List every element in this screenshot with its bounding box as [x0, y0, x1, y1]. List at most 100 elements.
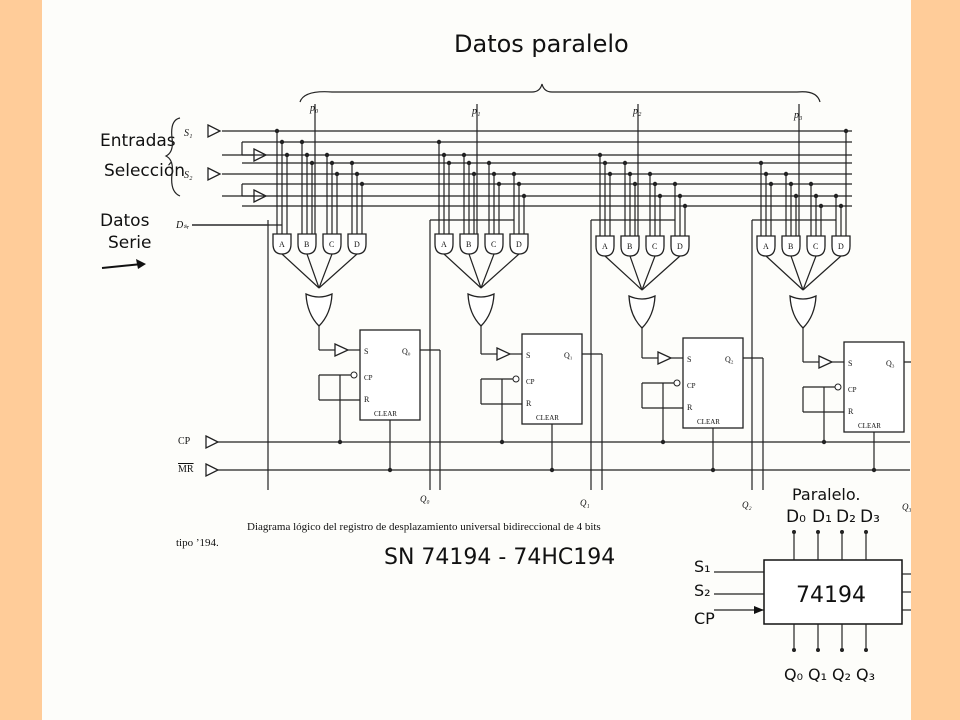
output-q2: Q₂: [742, 500, 752, 510]
chip-pin-dot: [792, 530, 796, 534]
junction: [461, 152, 467, 158]
gate-input-b: B: [788, 242, 793, 251]
junction: [349, 160, 355, 166]
s2-inverter: [207, 166, 222, 182]
junction: [284, 152, 290, 158]
flip-flop: [521, 333, 583, 425]
gate-input-a: A: [441, 240, 447, 249]
datos-label: Datos: [100, 211, 150, 231]
junction: [471, 171, 477, 177]
chip-pin-d3: D₃: [860, 507, 880, 527]
junction: [677, 193, 683, 199]
junction: [818, 203, 824, 209]
entradas-label: Entradas: [100, 131, 176, 151]
wire: [604, 255, 643, 291]
chip-pin-d2: D₂: [836, 507, 856, 527]
junction: [324, 152, 330, 158]
ff-s-label: S: [364, 347, 368, 356]
chip-clock-arrow: [754, 606, 764, 614]
wire: [480, 253, 495, 289]
junction: [304, 152, 310, 158]
or-gate: [628, 294, 656, 329]
junction: [486, 160, 492, 166]
junction: [511, 171, 517, 177]
chip-pin-q0: Q₀: [784, 665, 803, 684]
chip-pin-dot: [792, 648, 796, 652]
junction: [768, 181, 774, 187]
junction: [279, 139, 285, 145]
junction: [274, 128, 280, 134]
s-inverter: [496, 346, 512, 362]
junction: [672, 181, 678, 187]
junction: [793, 193, 799, 199]
serial-arrow: [101, 263, 143, 269]
ff-clear-label: CLEAR: [858, 422, 881, 430]
wire: [802, 255, 842, 291]
diagram-title: Datos paralelo: [454, 30, 629, 58]
mr-label: MR: [178, 464, 194, 475]
junction: [597, 152, 603, 158]
wire: [765, 255, 804, 291]
seleccion-label: Selección: [104, 161, 185, 181]
chip-pin-dot: [816, 648, 820, 652]
chip-pin-cp: CP: [694, 609, 715, 628]
wire: [318, 253, 358, 289]
p1-label: p₁: [471, 106, 480, 117]
junction: [466, 160, 472, 166]
s2-label: S₂: [184, 170, 193, 181]
junction: [337, 439, 343, 445]
and-gate: [347, 233, 367, 255]
gate-input-b: B: [304, 240, 309, 249]
junction: [387, 467, 393, 473]
gate-input-c: C: [491, 240, 496, 249]
gate-input-d: D: [838, 242, 844, 251]
junction: [660, 439, 666, 445]
or-gate: [467, 292, 495, 327]
wire: [468, 253, 482, 289]
output-q0: Q₀: [420, 494, 430, 504]
ff-clear-label: CLEAR: [536, 414, 559, 422]
wire: [306, 253, 320, 289]
junction: [521, 193, 527, 199]
ff-s-label: S: [687, 355, 691, 364]
junction: [657, 193, 663, 199]
junction: [622, 160, 628, 166]
cp-bubble: [512, 375, 520, 383]
and-gate: [806, 235, 826, 257]
and-gate: [297, 233, 317, 255]
and-gate: [322, 233, 342, 255]
wire: [641, 255, 656, 291]
junction: [710, 467, 716, 473]
and-gate: [434, 233, 454, 255]
and-gate: [484, 233, 504, 255]
chip-pin-dot: [864, 648, 868, 652]
junction: [821, 439, 827, 445]
gate-input-a: A: [763, 242, 769, 251]
junction: [813, 193, 819, 199]
junction: [682, 203, 688, 209]
junction: [758, 160, 764, 166]
caption-line2: tipo ’194.: [176, 537, 219, 549]
and-gate: [272, 233, 292, 255]
junction: [354, 171, 360, 177]
or-gate: [305, 292, 333, 327]
chip-pin-q2: Q₂: [832, 665, 851, 684]
dsr-label: Dₛᵣ: [175, 220, 190, 231]
junction: [299, 139, 305, 145]
ff-clear-label: CLEAR: [697, 418, 720, 426]
parallel-brace: [299, 83, 821, 103]
s1-label: S₁: [184, 128, 192, 139]
part-number: SN 74194 - 74HC194: [384, 545, 615, 570]
p2-label: p₂: [632, 106, 642, 117]
wire: [443, 253, 482, 289]
ff-cp-label: CP: [364, 374, 373, 382]
chip-pin-s2: S₂: [694, 581, 711, 600]
junction: [436, 139, 442, 145]
cp-bubble: [673, 379, 681, 387]
chip-pin-dot: [864, 530, 868, 534]
junction: [783, 171, 789, 177]
junction: [627, 171, 633, 177]
wire: [480, 253, 520, 289]
